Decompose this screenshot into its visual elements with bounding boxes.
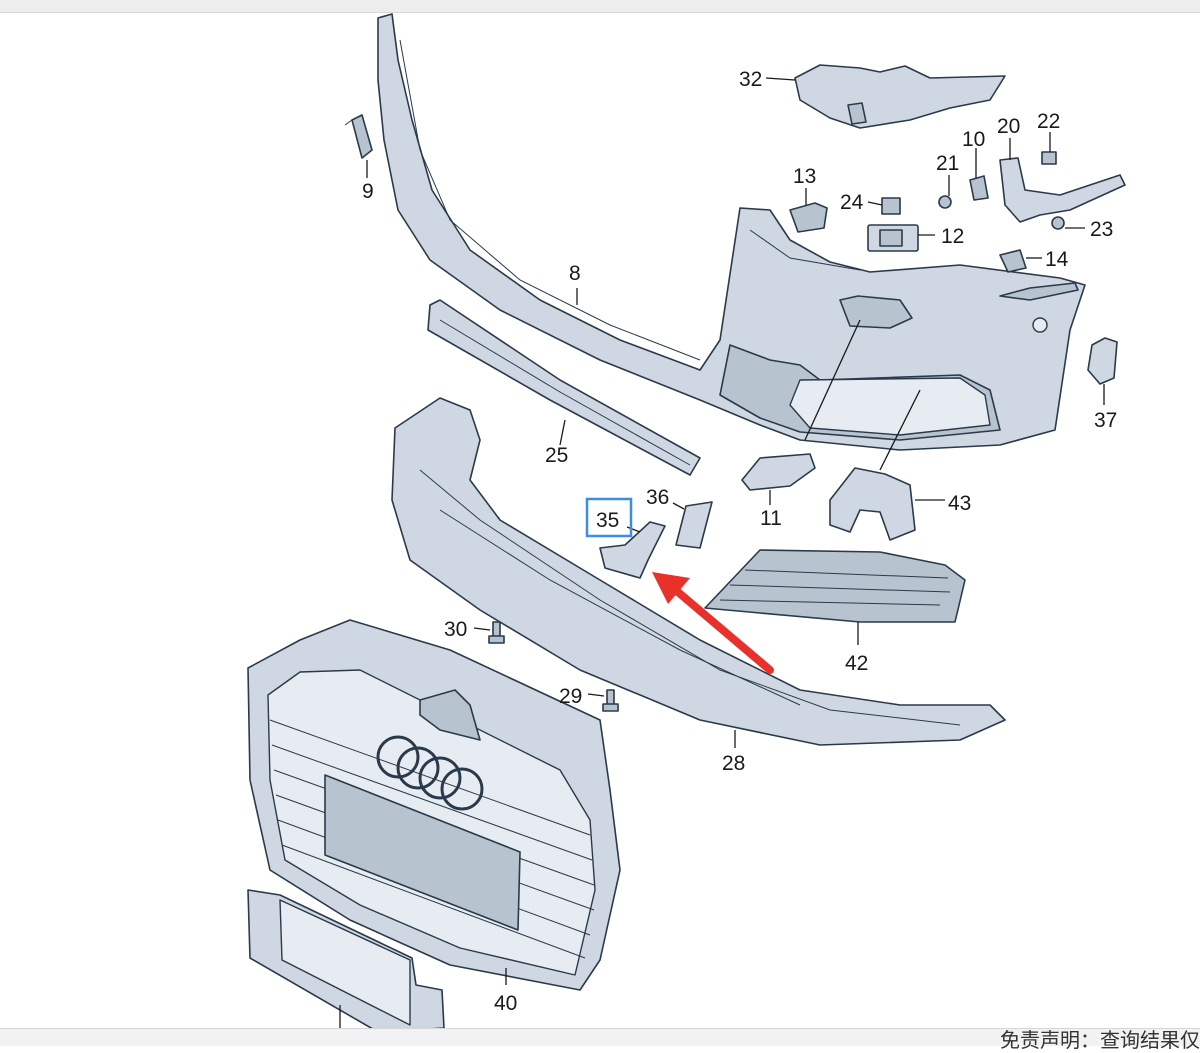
main-radiator-grille xyxy=(247,619,621,991)
clip-24 xyxy=(881,197,901,215)
label-23: 23 xyxy=(1090,218,1113,241)
label-43: 43 xyxy=(948,492,971,515)
part-35-trim xyxy=(599,521,666,579)
lower-bumper-carrier xyxy=(391,397,1006,746)
label-22: 22 xyxy=(1037,110,1060,133)
red-arrow xyxy=(652,572,774,674)
label-21: 21 xyxy=(936,152,959,175)
highlight-box-35 xyxy=(585,497,633,538)
side-bracket-37 xyxy=(1087,337,1118,385)
side-honeycomb-grille xyxy=(704,549,966,623)
tow-hook-cover xyxy=(741,453,816,491)
top-bar xyxy=(0,0,1200,13)
bracket-12 xyxy=(867,224,919,252)
sensor-holder-13 xyxy=(789,202,828,233)
label-28: 28 xyxy=(722,752,745,775)
label-42: 42 xyxy=(845,652,868,675)
label-29: 29 xyxy=(559,685,582,708)
leader-lines xyxy=(339,77,1105,1028)
side-guide-bracket xyxy=(938,151,1126,273)
label-25: 25 xyxy=(545,444,568,467)
upper-mounting-bracket xyxy=(794,64,1006,129)
callout-labels: 8 9 10 11 12 13 14 20 21 22 23 24 25 28 … xyxy=(362,68,1117,1015)
label-24: 24 xyxy=(840,191,864,214)
label-37: 37 xyxy=(1094,409,1117,432)
label-35: 35 xyxy=(596,509,619,532)
part-36-trim xyxy=(675,501,713,549)
label-11: 11 xyxy=(760,507,782,530)
label-30: 30 xyxy=(444,618,467,641)
label-20: 20 xyxy=(997,115,1020,138)
disclaimer-text: 免责声明：查询结果仅 xyxy=(1000,1030,1200,1052)
label-14: 14 xyxy=(1045,248,1069,271)
label-13: 13 xyxy=(793,165,816,188)
label-40: 40 xyxy=(494,992,517,1015)
label-36: 36 xyxy=(646,486,669,509)
label-10: 10 xyxy=(962,128,985,151)
air-duct xyxy=(829,467,916,541)
license-plate-holder xyxy=(247,889,445,1033)
bumper-cover xyxy=(377,13,1086,451)
sensor-bracket xyxy=(344,114,373,159)
label-9: 9 xyxy=(362,180,374,203)
label-32: 32 xyxy=(739,68,762,91)
label-12: 12 xyxy=(941,225,964,248)
screw-29 xyxy=(602,689,619,712)
label-8: 8 xyxy=(569,262,581,285)
screw-30 xyxy=(488,621,505,644)
upper-reinforcement-strip xyxy=(427,299,701,476)
footer-bar: 免责声明：查询结果仅 xyxy=(0,1028,1200,1052)
